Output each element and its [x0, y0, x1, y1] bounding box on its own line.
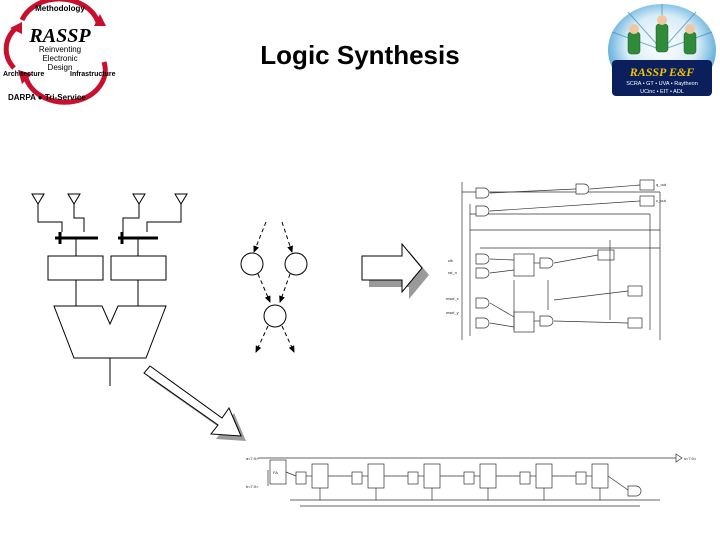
input-pin-1: [31, 193, 45, 205]
netlist-label-q-out: q_out: [656, 182, 667, 187]
adder-input-a: a<7:0>: [246, 456, 259, 461]
netlist-label-rst: rst_n: [448, 270, 457, 275]
register-b: [110, 255, 167, 281]
logo-rassp-name: RASSP: [28, 25, 91, 47]
input-pin-2: [67, 193, 81, 205]
dfg-node-1: [240, 252, 264, 276]
rassp-logo: Methodology RASSP Reinventing Electronic…: [0, 0, 120, 105]
ef-logo-line1: SCRA • GT • UVA • Raytheon: [626, 81, 698, 87]
netlist-label-clk: clk: [448, 258, 453, 263]
logo-line2: Electronic: [42, 54, 77, 63]
gate-netlist-top: clk rst_n msel_x msel_y q_out c_out: [446, 179, 667, 340]
logo-infrastructure-label: Infrastructure: [70, 71, 116, 78]
netlist-label-msel-x: msel_x: [446, 296, 459, 301]
ef-logo-name: RASSP E&F: [629, 65, 695, 79]
logo-line1: Reinventing: [39, 45, 81, 54]
dfg-node-3: [263, 304, 287, 328]
logo-line3: Design: [48, 63, 73, 72]
adder-output: s<7:0>: [684, 456, 697, 461]
register-a: [47, 255, 104, 281]
adder-input-b: b<7:0>: [246, 484, 259, 489]
rassp-ef-logo: RASSP E&F SCRA • GT • UVA • Raytheon UCi…: [606, 2, 718, 102]
adder-cell-label: FA: [273, 470, 278, 475]
synthesis-arrow-right: [361, 242, 429, 299]
alu-block: [53, 305, 167, 359]
logo-architecture-label: Architecture: [3, 71, 44, 78]
dataflow-graph: [240, 221, 308, 353]
ef-logo-line2: UCinc • EIT • ADL: [640, 89, 684, 95]
rtl-schematic: [31, 193, 188, 386]
page-title: Logic Synthesis: [260, 40, 460, 70]
input-pin-3: [132, 193, 146, 205]
logo-footer: DARPA ● Tri-Service: [8, 93, 86, 102]
netlist-label-c-out: c_out: [656, 198, 667, 203]
logo-methodology-label: Methodology: [35, 4, 85, 13]
netlist-label-msel-y: msel_y: [446, 310, 459, 315]
gate-netlist-bottom: a<7:0> b<7:0> s<7:0> FA: [246, 453, 697, 507]
synthesis-arrow-diagonal: [143, 365, 246, 441]
dfg-node-2: [284, 252, 308, 276]
input-pin-4: [174, 193, 188, 205]
